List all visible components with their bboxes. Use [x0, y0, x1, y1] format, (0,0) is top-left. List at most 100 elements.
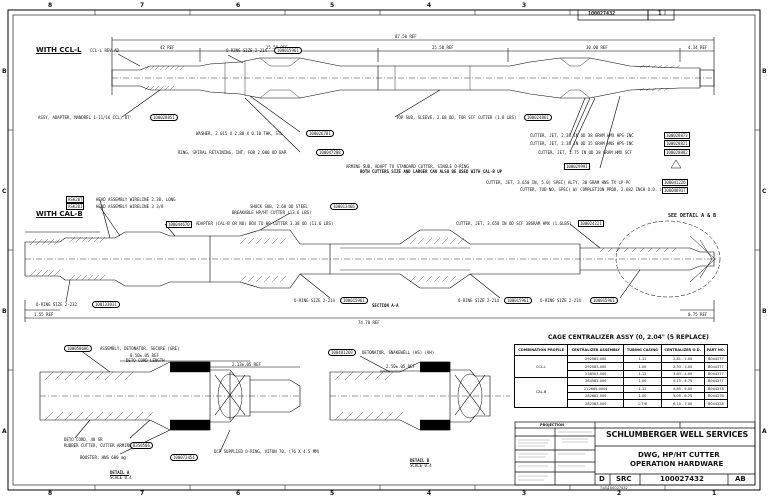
callout-label: RUBBER CUTTER, CUTTER ARMING: [64, 443, 132, 448]
callout-label: CUTTER, JET, 2.38 IN OD 38 GRAM HMX HPS-…: [530, 133, 634, 138]
sheet-number: 1: [658, 10, 662, 17]
drawing-number: 100027432: [660, 475, 704, 483]
part-number-tag: ASK20T: [66, 196, 85, 203]
table-row: 282383-000 1-7/8 6.15 - 7.00 B044228: [515, 399, 729, 408]
callout-label: RING, SPIRAL RETAINING, INT, FOR 2.000 O…: [178, 150, 287, 155]
zone-label: 3: [522, 2, 527, 9]
callout-label: CUTTER, TUB NO, SPEC) W/ COMPLETION PROD…: [520, 187, 679, 192]
table-cell: 292583-000: [567, 362, 625, 371]
table-cell: B044228: [703, 399, 729, 408]
table-cell: 1-12: [623, 369, 662, 379]
part-number-tag: 100041226: [662, 179, 688, 186]
detail-b-scale: SCALE 0.4: [410, 463, 432, 468]
table-cell: 238303-000: [567, 369, 625, 379]
section-heading-ccl: WITH CCL-L: [36, 46, 82, 54]
zone-label: 4: [427, 490, 432, 497]
zone-label: 3: [522, 490, 527, 497]
dimension-overall: 87.50 REF: [395, 34, 417, 39]
callout-label: ARMING SUB, ADAPT TO STANDARD CUTTER, SI…: [346, 164, 469, 169]
callout-label: HEAD ASSEMBLY WIRELINE 2.38, LONG: [96, 197, 176, 202]
callout-label: ASSEMBLY, DETONATOR, SECURE (GRE): [100, 346, 180, 351]
column-header: CENTRALIZER O.D.: [660, 344, 705, 356]
zone-label: B: [2, 308, 7, 315]
dimension-overall: 74.70 REF: [358, 320, 380, 325]
column-header: COMBINATION PROFILE: [513, 344, 569, 356]
part-number-tag: 100028873: [664, 132, 690, 139]
table-cell: B044277: [703, 377, 729, 386]
profile-cell: CCL-L: [513, 354, 569, 379]
table-cell: B044377: [703, 362, 729, 371]
part-number-tag: 100058686: [64, 345, 92, 352]
part-number-tag: B350506: [130, 442, 153, 449]
zone-label: 6: [236, 2, 241, 9]
callout-label: O-RING SIZE 2-214: [226, 48, 267, 53]
profile-cell: CAL-B: [513, 377, 569, 408]
zone-label: 2: [617, 490, 622, 497]
dimension: 4.34 REF: [688, 45, 708, 50]
part-number-tag: 100015961: [590, 297, 618, 304]
part-number-tag: ASK20I: [66, 203, 85, 210]
part-number-tag: 100048937: [662, 187, 688, 194]
part-number-tag: 100029991: [564, 163, 590, 170]
table-cell: B044276: [703, 391, 729, 401]
callout-label: SHOCK SUB, 2.60 OD STEEL: [250, 204, 308, 209]
table-row: CAL-B 264582-000 1.00 4.15 - 4.75 B04427…: [513, 377, 729, 408]
callout-label: DCP SUPPLIED O-RING, VITON 70, (76 X 4.5…: [214, 449, 320, 454]
callout-label: CUTTER, JET, 2.38 IN OD 35 GRAM HNS HPS-…: [530, 141, 634, 146]
part-number-tag: 100073454: [170, 454, 198, 461]
table-cell: 1-12: [623, 354, 662, 364]
table-cell: 4.15 - 4.75: [660, 377, 705, 386]
dimension: 0.75 REF: [688, 312, 708, 317]
part-number-tag: 100481269: [328, 349, 356, 356]
table-header-row: COMBINATION PROFILE CENTRALIZER ASSEMBLY…: [513, 344, 729, 356]
zone-label: 1: [712, 490, 717, 497]
dimension: 2.50±.05 REF: [386, 364, 415, 369]
zone-label: 8: [48, 490, 53, 497]
see-detail-note: SEE DETAIL A & B: [668, 213, 717, 219]
table-cell: 1.00: [623, 391, 662, 401]
part-number-tag: 100133031: [92, 301, 120, 308]
dimension: 1.55 REF: [34, 312, 54, 317]
callout-label: WASHER, 2.015 X 2.88 X 0.10 THK, STL: [196, 131, 283, 136]
part-number-tag: 100015961: [504, 297, 532, 304]
drawing-title-line1: DWG, HP/HT CUTTER: [638, 451, 720, 459]
table-cell: 2.81 - 1.00: [660, 354, 705, 364]
callout-label: CCL-L REV AD: [90, 48, 119, 53]
drawing-title-line2: OPERATION HARDWARE: [630, 460, 724, 468]
company-name: SCHLUMBERGER WELL SERVICES: [606, 430, 749, 439]
callout-label: CUTTER, JET, 3.650 IN, 5.0) SPEC) ALTY, …: [486, 180, 631, 185]
table-cell: 1-12: [623, 384, 662, 393]
ccl-note: BOTH CUTTERS SIZE AND LARGER CAN ALSO BE…: [360, 169, 503, 174]
column-header: CENTRALIZER ASSEMBLY: [567, 344, 625, 356]
table-cell: 282682-000: [567, 391, 625, 401]
zone-label: C: [2, 188, 7, 195]
cage-table-title: CAGE CENTRALIZER ASSY (0, 2.04" (5 REPLA…: [548, 334, 709, 341]
table-cell: B044278: [703, 384, 729, 393]
callout-label: TOP SUB, SLEEVE, 2.68 OD, FOR SCF CUTTER…: [396, 115, 517, 120]
dimension: 2.13±.05 REF: [232, 362, 261, 367]
zone-label: 5: [330, 2, 335, 9]
zone-label: A: [2, 428, 7, 435]
dimension: 42 REF: [160, 45, 175, 50]
table-row: CCL-L 292582-000 1-12 2.81 - 1.00 B04427…: [513, 354, 729, 379]
part-number-tag: 100013466: [330, 203, 358, 210]
doc-number-top: 100027432: [588, 11, 616, 17]
callout-label: HEAD ASSEMBLY WIRELINE 3 3/8: [96, 204, 164, 209]
zone-label: 7: [140, 2, 145, 9]
section-heading-cal: WITH CAL-B: [36, 210, 83, 218]
dimension: 25.50 REF: [432, 45, 454, 50]
cage-centralizer-table: COMBINATION PROFILE CENTRALIZER ASSEMBLY…: [513, 344, 729, 408]
zone-label: C: [762, 188, 767, 195]
cage-code: SRC: [616, 475, 632, 483]
table-cell: 264582-000: [567, 377, 625, 386]
part-number-tag: 100026781: [306, 130, 334, 137]
zone-label: 8: [48, 2, 53, 9]
zone-label: B: [762, 308, 767, 315]
zone-label: A: [762, 428, 767, 435]
callout-label: CUTTER, JET, 3.658 IN OD SCF 38GRAM HMX …: [456, 221, 572, 226]
dimension: DETO CORD LENGTH: [126, 358, 165, 363]
table-cell: 282383-000: [567, 399, 625, 408]
callout-label: CUTTER, JET, 2.75 IN OD 38 GRAM HMX SCF: [538, 150, 632, 155]
part-number-tag: 100047208: [316, 149, 344, 156]
